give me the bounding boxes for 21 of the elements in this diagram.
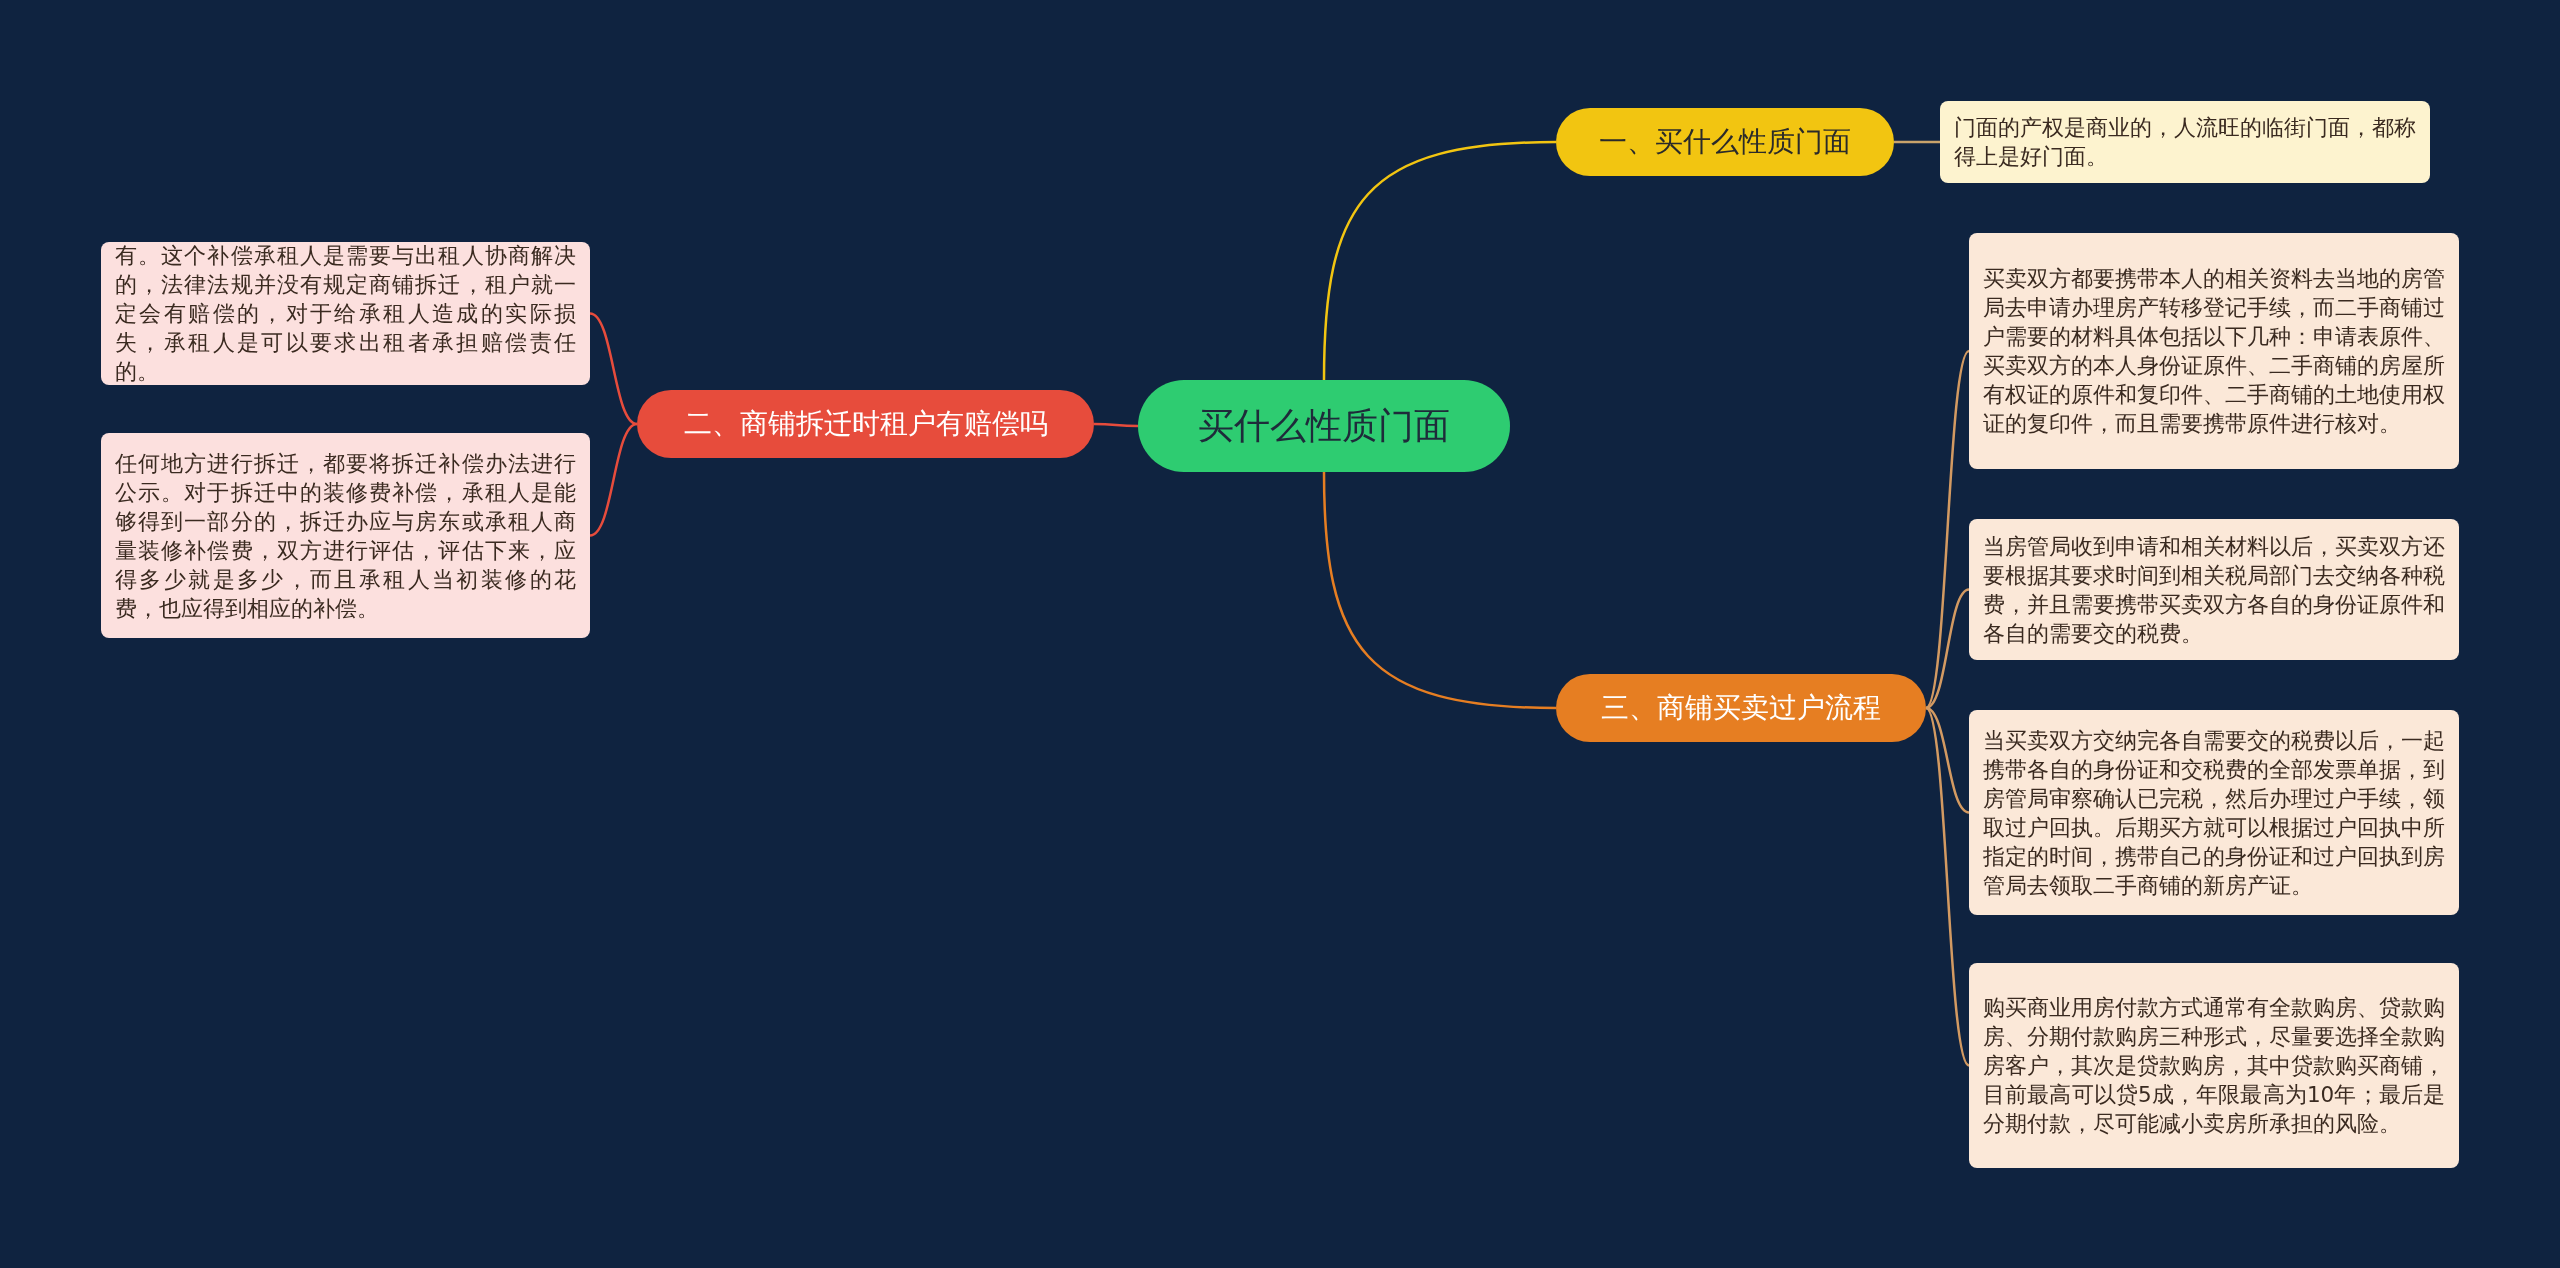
connector-line <box>1925 588 1970 710</box>
branch-topic: 三、商铺买卖过户流程 <box>1556 674 1926 742</box>
note-box: 当房管局收到申请和相关材料以后，买卖双方还要根据其要求时间到相关税局部门去交纳各种税费，并且需要携带买卖双方各自的身份证原件和各自的需要交的税费。 <box>1969 519 2459 660</box>
branch-topic: 二、商铺拆迁时租户有赔偿吗 <box>637 390 1094 458</box>
connector-line <box>1925 706 1970 814</box>
connector-line <box>1894 140 1940 144</box>
connector-line <box>589 422 638 537</box>
connector-line <box>589 312 638 426</box>
note-box: 有。这个补偿承租人是需要与出租人协商解决的，法律法规并没有规定商铺拆迁，租户就一定会有赔偿的，对于给承租人造成的实际损失，承租人是可以要求出租者承担赔偿责任的。 <box>101 242 590 385</box>
note-box: 买卖双方都要携带本人的相关资料去当地的房管局去申请办理房产转移登记手续，而二手商铺过户需要的材料具体包括以下几种：申请表原件、买卖双方的本人身份证原件、二手商铺的房屋所有权证的原件和复印件、二手商铺的土地使用权证的复印件，而且需要携带原件进行核对。 <box>1969 233 2459 469</box>
note-box: 购买商业用房付款方式通常有全款购房、贷款购房、分期付款购房三种形式，尽量要选择全款购房客户，其次是贷款购房，其中贷款购买商铺，目前最高可以贷5成，年限最高为10年；最后是分期付款，尽可能减小卖房所承担的风险。 <box>1969 963 2459 1168</box>
note-box: 门面的产权是商业的，人流旺的临街门面，都称得上是好门面。 <box>1940 101 2430 183</box>
connector-line <box>1322 471 1557 710</box>
connector-line <box>1322 140 1557 381</box>
central-topic: 买什么性质门面 <box>1138 380 1510 472</box>
connector-line <box>1094 422 1138 428</box>
note-box: 当买卖双方交纳完各自需要交的税费以后，一起携带各自的身份证和交税费的全部发票单据，到房管局审察确认已完税，然后办理过户手续，领取过户回执。后期买方就可以根据过户回执中所指定的时间，携带自己的身份证和过户回执到房管局去领取二手商铺的新房产证。 <box>1969 710 2459 915</box>
note-box: 任何地方进行拆迁，都要将拆迁补偿办法进行公示。对于拆迁中的装修费补偿，承租人是能够得到一部分的，拆迁办应与房东或承租人商量装修补偿费，双方进行评估，评估下来，应得多少就是多少，而且承租人当初装修的花费，也应得到相应的补偿。 <box>101 433 590 638</box>
branch-topic: 一、买什么性质门面 <box>1556 108 1894 176</box>
connector-line <box>1924 350 1971 709</box>
connector-line <box>1924 707 1971 1067</box>
